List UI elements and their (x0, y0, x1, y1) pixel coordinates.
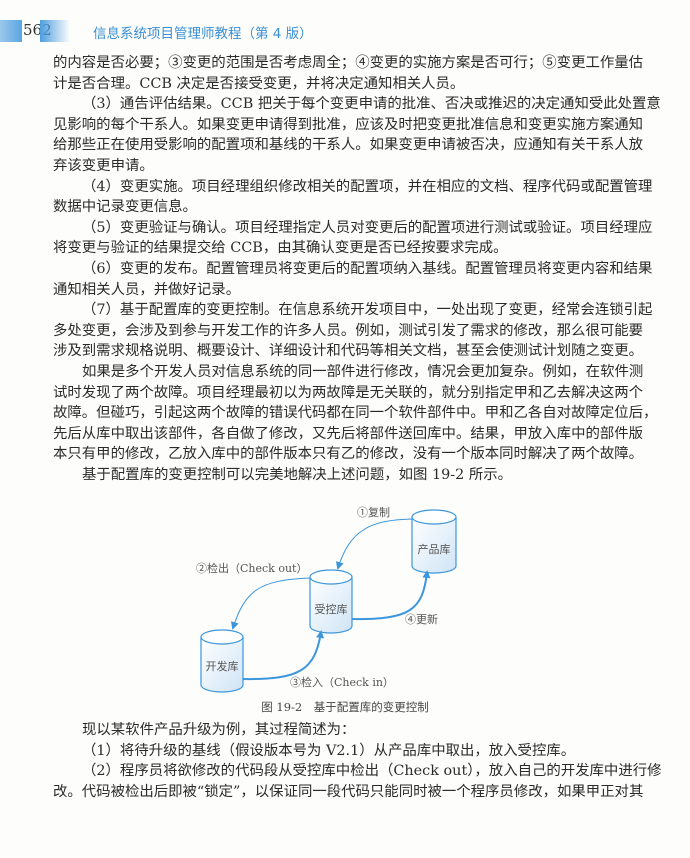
text-line: 通知相关人员，并做好记录。 (53, 281, 241, 298)
text-line: 涉及到需求规格说明、概要设计、详细设计和代码等相关文档，甚至会使测试计划随之变更… (53, 343, 644, 360)
controlled-repo-label: 受控库 (315, 602, 348, 616)
text-line: 计是否合理。CCB 决定是否接受变更，并将决定通知相关人员。 (53, 75, 465, 92)
figure-caption: 图 19-2 基于配置库的变更控制 (261, 700, 429, 714)
text-line: （4）变更实施。项目经理组织修改相关的配置项，并在相应的文档、程序代码或配置管理 (82, 178, 653, 195)
copy-arrow (335, 518, 413, 570)
controlled-repo-cylinder (309, 569, 353, 634)
book-title: 信息系统项目管理师教程（第 4 版） (93, 26, 313, 42)
text-line: 如果是多个开发人员对信息系统的同一部件进行修改，情况会更加复杂。例如，在软件测 (82, 363, 644, 380)
text-line: 试时发现了两个故障。项目经理最初以为两故障是无关联的，就分别指定甲和乙去解决这两… (53, 384, 644, 401)
text-line: 现以某软件产品升级为例，其过程简述为： (82, 722, 356, 738)
text-line: 先后从库中取出该部件，各自做了修改，又先后将部件送回库中。结果，甲放入库中的部件… (53, 425, 644, 442)
text-line: 数据中记录变更信息。 (53, 199, 197, 216)
dev-repo-label: 开发库 (206, 659, 239, 673)
paragraph: （3）通告评估结果。CCB 把关于每个变更申请的批准、否决或推迟的决定通知受此处… (53, 94, 661, 176)
text-line: （1）将待升级的基线（假设版本号为 V2.1）从产品库中取出，放入受控库。 (82, 742, 576, 759)
paragraph: 如果是多个开发人员对信息系统的同一部件进行修改，情况会更加复杂。例如，在软件测试… (53, 362, 658, 465)
text-line: 将变更与验证的结果提交给 CCB，由其确认变更是否已经按要求完成。 (53, 240, 508, 257)
body-text-top: 的内容是否必要；③变更的范围是否考虑周全；④变更的实施方案是否可行；⑤变更工作量… (53, 53, 661, 486)
text-line: 多处变更，会涉及到参与开发工作的许多人员。例如，测试引发了需求的修改，那么很可能… (53, 322, 644, 339)
text-line: 改。代码被检出后即被“锁定”，以保证同一段代码只能同时被一个程序员修改，如果甲正… (53, 783, 644, 800)
text-line: （6）变更的发布。配置管理员将变更后的配置项纳入基线。配置管理员将变更内容和结果 (82, 260, 653, 277)
paragraph: （4）变更实施。项目经理组织修改相关的配置项，并在相应的文档、程序代码或配置管理… (53, 177, 653, 218)
paragraph: 的内容是否必要；③变更的范围是否考虑周全；④变更的实施方案是否可行；⑤变更工作量… (53, 53, 644, 94)
dev-repo-cylinder (200, 629, 244, 693)
checkout-label: ②检出（Check out） (196, 561, 307, 575)
checkout-arrow (230, 577, 311, 630)
checkin-arrow (242, 630, 325, 681)
paragraph: （1）将待升级的基线（假设版本号为 V2.1）从产品库中取出，放入受控库。 (53, 741, 609, 762)
text-line: 见影响的每个干系人。如果变更申请得到批准，应该及时把变更批准信息和变更实施方案通… (53, 116, 644, 133)
paragraph: （7）基于配置库的变更控制。在信息系统开发项目中，一处出现了变更，经常会连锁引起… (53, 300, 653, 362)
checkin-label: ③检入（Check in） (290, 675, 394, 689)
text-line: 故障。但碰巧，引起这两个故障的错误代码都在同一个软件部件中。甲和乙各自对故障定位… (53, 405, 658, 422)
copy-label: ①复制 (357, 505, 390, 519)
header-accent-bar (0, 20, 22, 42)
body-text-bottom: 现以某软件产品升级为例，其过程简述为： （1）将待升级的基线（假设版本号为 V2.… (53, 720, 662, 802)
text-line: （7）基于配置库的变更控制。在信息系统开发项目中，一处出现了变更，经常会连锁引起 (82, 302, 653, 319)
paragraph: （6）变更的发布。配置管理员将变更后的配置项纳入基线。配置管理员将变更内容和结果… (53, 259, 653, 300)
paragraph: 基于配置库的变更控制可以完美地解决上述问题，如图 19-2 所示。 (53, 465, 609, 486)
product-repo-label: 产品库 (418, 542, 451, 556)
product-repo-cylinder (411, 509, 457, 574)
header-accent-gradient (40, 20, 70, 42)
paragraph: 现以某软件产品升级为例，其过程简述为： (53, 720, 609, 741)
text-line: 基于配置库的变更控制可以完美地解决上述问题，如图 19-2 所示。 (82, 466, 513, 483)
text-line: 的内容是否必要；③变更的范围是否考虑周全；④变更的实施方案是否可行；⑤变更工作量… (53, 55, 644, 71)
text-line: （2）程序员将欲修改的代码段从受控库中检出（Check out），放入自己的开发… (82, 763, 662, 780)
update-label: ④更新 (405, 612, 438, 626)
text-line: （5）变更验证与确认。项目经理指定人员对变更后的配置项进行测试或验证。项目经理应 (82, 219, 653, 236)
paragraph: （2）程序员将欲修改的代码段从受控库中检出（Check out），放入自己的开发… (53, 761, 662, 802)
text-line: 弃该变更申请。 (53, 157, 154, 174)
text-line: 本只有甲的修改，乙放入库中的部件版本只有乙的修改，没有一个版本同时解决了两个故障… (53, 446, 644, 463)
update-arrow (351, 570, 431, 621)
paragraph: （5）变更验证与确认。项目经理指定人员对变更后的配置项进行测试或验证。项目经理应… (53, 218, 653, 259)
text-line: （3）通告评估结果。CCB 把关于每个变更申请的批准、否决或推迟的决定通知受此处… (82, 96, 661, 113)
text-line: 给那些正在使用受影响的配置项和基线的干系人。如果变更申请被否决，应通知有关干系人… (53, 137, 644, 154)
